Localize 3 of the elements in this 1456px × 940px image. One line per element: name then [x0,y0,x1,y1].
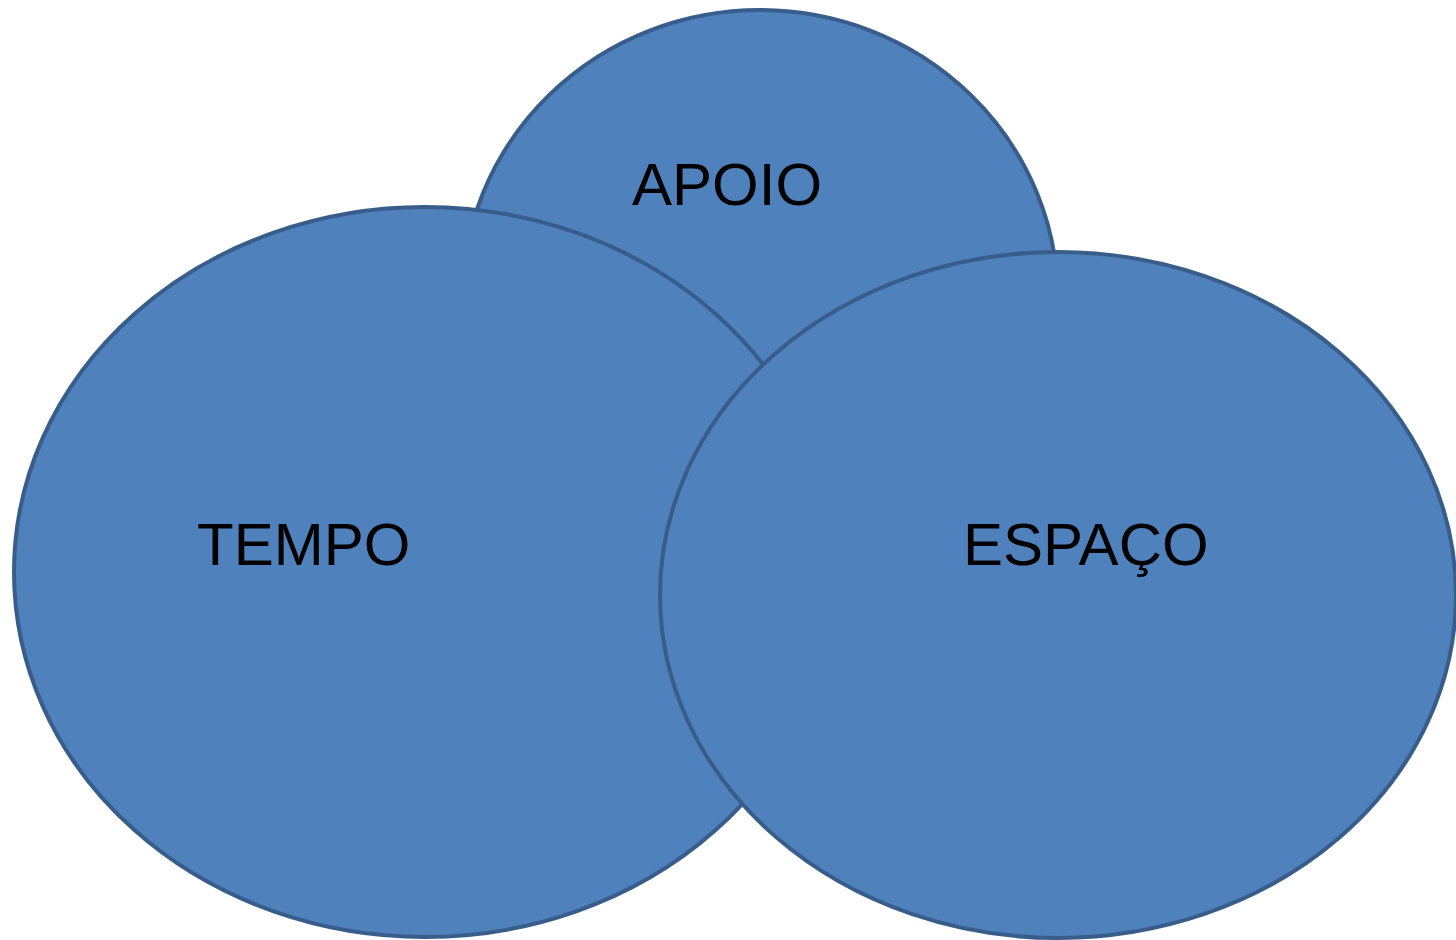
oval-label: ESPAÇO [963,510,1209,579]
oval-label: APOIO [632,150,823,219]
oval-label: TEMPO [197,510,411,579]
